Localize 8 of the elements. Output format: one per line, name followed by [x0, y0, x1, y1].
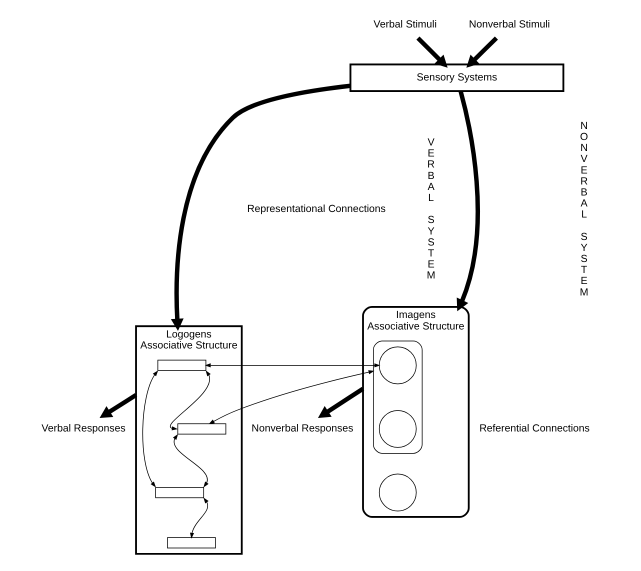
- label: Referential Connections: [479, 424, 590, 435]
- label: Representational Connections: [247, 204, 386, 216]
- node-text: Verbal Responses: [42, 424, 126, 435]
- node-text: Nonverbal Stimuli: [468, 19, 550, 30]
- node-text: Nonverbal Responses: [251, 424, 354, 435]
- label: NONVERBAL SYSTEM: [580, 120, 588, 298]
- node-text: Verbal Stimuli: [374, 19, 437, 30]
- label: VERBAL SYSTEM: [426, 138, 436, 282]
